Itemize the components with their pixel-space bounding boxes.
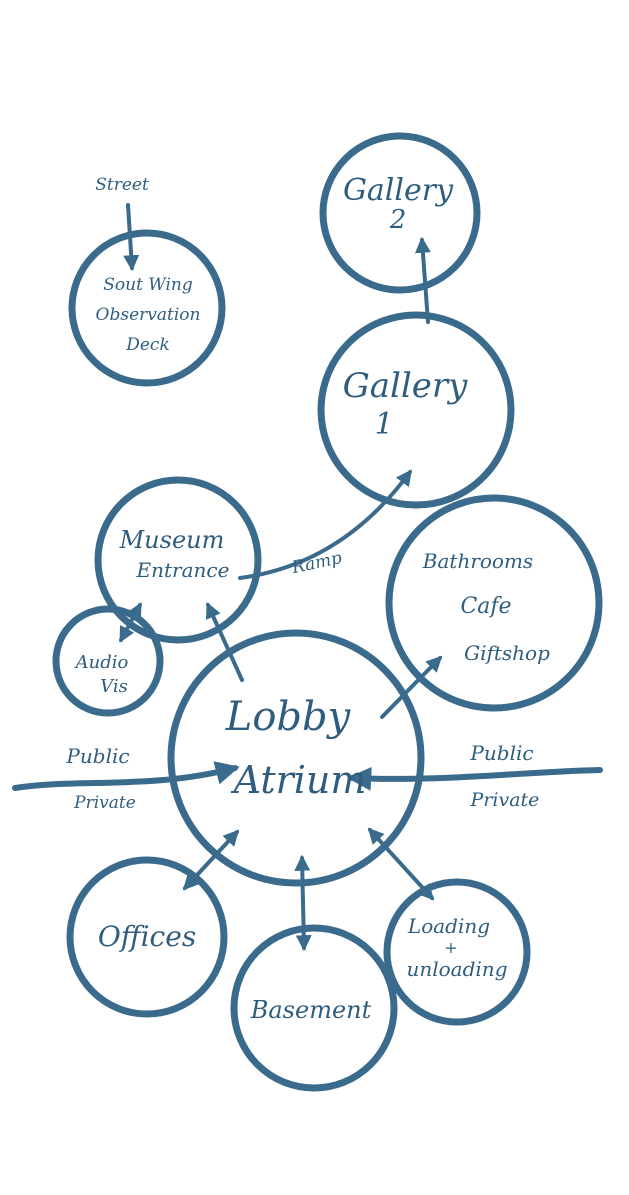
- lobby-offices-arrow: [182, 829, 240, 891]
- audio-label-line2: Vis: [100, 676, 128, 697]
- loading-label-line3: unloading: [406, 957, 507, 981]
- amenities-bubble: [385, 494, 603, 712]
- ramp-label: Ramp: [289, 548, 343, 578]
- street-label: Street: [95, 175, 149, 195]
- lobby-label-line2: Atrium: [231, 758, 367, 802]
- museum-entrance-label-line1: Museum: [119, 526, 225, 554]
- museum-entrance-bubble: [94, 476, 262, 644]
- loading-label-line1: Loading: [407, 914, 490, 938]
- gallery1-bubble: [317, 311, 515, 509]
- lobby-amenities-arrow: [380, 655, 443, 719]
- lobby-basement-arrow: [294, 854, 312, 952]
- gallery2-label-line2: 2: [389, 205, 407, 235]
- private-right-label: Private: [470, 789, 540, 811]
- lobby-entrance-arrow: [205, 602, 244, 682]
- amenities-label-line2: Cafe: [460, 594, 511, 619]
- amenities-label-line1: Bathrooms: [422, 549, 533, 573]
- gallery1-to-gallery2-arrow: [414, 236, 431, 324]
- loading-bubble: [383, 878, 531, 1026]
- basement-label: Basement: [250, 996, 372, 1024]
- gallery1-label-line2: 1: [374, 407, 393, 442]
- street-arrow: [123, 203, 140, 272]
- southwing-label-line3: Deck: [125, 335, 170, 355]
- basement-bubble: [230, 924, 398, 1092]
- southwing-bubble: [68, 229, 226, 387]
- gallery2-bubble: [319, 132, 481, 294]
- audio-vis-bubble: [52, 605, 164, 717]
- amenities-label-line3: Giftshop: [464, 641, 550, 665]
- loading-label-line2: +: [444, 938, 457, 957]
- public-left-label: Public: [65, 744, 129, 768]
- audio-entrance-arrow: [119, 602, 142, 643]
- lobby-label-line1: Lobby: [225, 694, 352, 740]
- public-private-left-divider: [12, 761, 240, 791]
- offices-bubble: [66, 856, 228, 1018]
- private-left-label: Private: [73, 793, 136, 813]
- southwing-label-line1: Sout Wing: [103, 275, 193, 295]
- lobby-loading-arrow: [367, 827, 435, 901]
- ramp-arrow: [238, 469, 412, 580]
- southwing-label-line2: Observation: [96, 305, 201, 325]
- museum-entrance-label-line2: Entrance: [136, 558, 230, 582]
- gallery1-label-line1: Gallery: [343, 366, 469, 406]
- public-right-label: Public: [469, 741, 533, 765]
- public-private-right-divider: [347, 766, 603, 791]
- offices-label: Offices: [98, 920, 196, 953]
- gallery2-label-line1: Gallery: [343, 173, 454, 208]
- audio-label-line1: Audio: [74, 652, 129, 673]
